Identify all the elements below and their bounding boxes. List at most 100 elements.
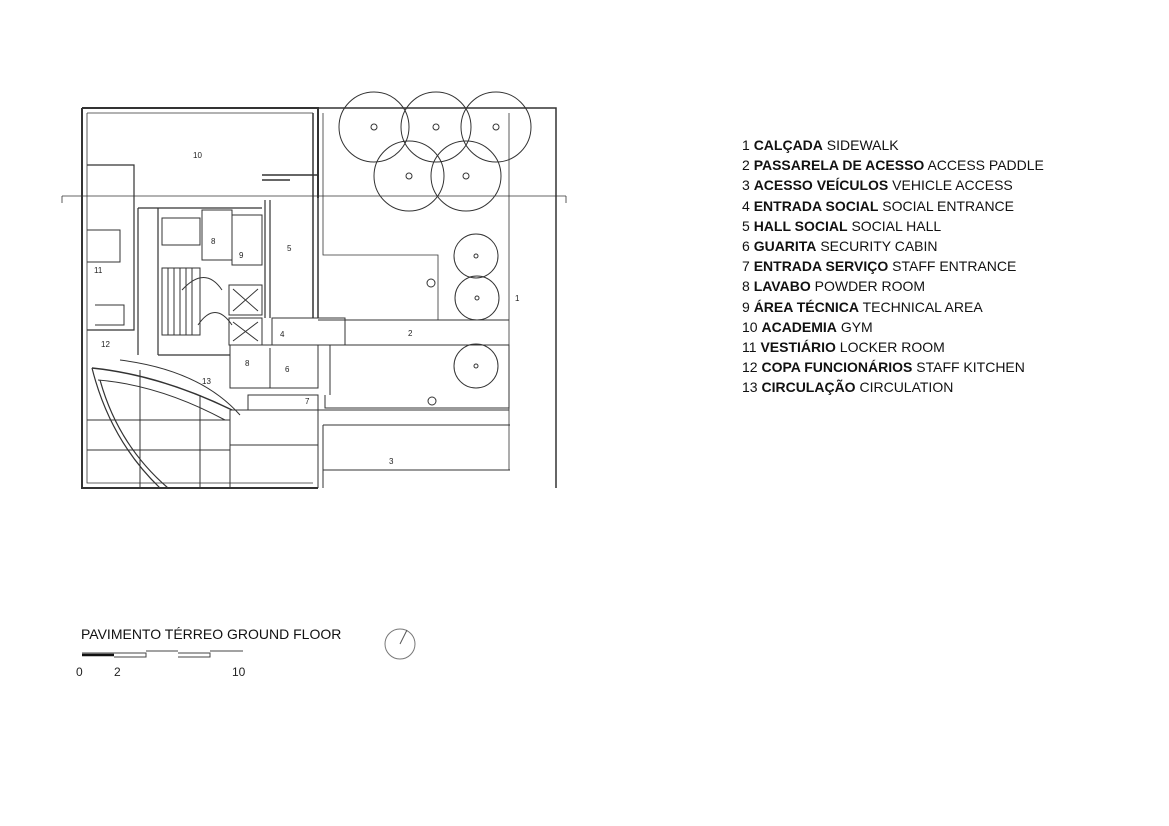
circulation-curve xyxy=(119,359,241,416)
gym-counter xyxy=(262,174,318,181)
legend-num: 10 xyxy=(742,318,758,335)
circulation-grid xyxy=(87,370,230,488)
legend-en: SOCIAL HALL xyxy=(851,217,942,234)
plan-title-pt: PAVIMENTO TÉRREO xyxy=(81,626,224,642)
legend-en: GYM xyxy=(840,318,873,335)
legend-num: 2 xyxy=(742,157,750,174)
legend-en: SECURITY CABIN xyxy=(820,238,938,255)
exterior-wall-inner xyxy=(86,112,313,484)
legend-item: 11 VESTIÁRIO LOCKER ROOM xyxy=(742,337,1044,357)
legend-en: SOCIAL ENTRANCE xyxy=(882,197,1015,214)
room-label-3: 3 xyxy=(389,457,394,466)
plan-title-en: GROUND FLOOR xyxy=(227,626,342,642)
legend-item: 8 LAVABO POWDER ROOM xyxy=(742,276,1044,296)
sidewalk-boundary xyxy=(318,107,557,488)
curved-wall-outer xyxy=(91,367,233,411)
legend-num: 11 xyxy=(742,339,757,356)
legend-item: 4 ENTRADA SOCIAL SOCIAL ENTRANCE xyxy=(742,196,1044,216)
room-label-13: 13 xyxy=(202,377,211,386)
elevator-1 xyxy=(228,284,263,316)
legend-pt: CIRCULAÇÃO xyxy=(761,379,856,396)
wall-segment xyxy=(312,113,319,318)
north-arrow-needle xyxy=(399,629,408,645)
section-line xyxy=(61,195,567,203)
legend-pt: GUARITA xyxy=(753,238,817,255)
room-label-4: 4 xyxy=(280,330,285,339)
legend-num: 6 xyxy=(742,238,750,255)
legend-pt: ENTRADA SERVIÇO xyxy=(753,258,889,275)
room-label-8b: 8 xyxy=(245,359,250,368)
legend-en: STAFF KITCHEN xyxy=(916,359,1025,376)
plan-title: PAVIMENTO TÉRREO GROUND FLOOR xyxy=(81,626,341,642)
legend-num: 13 xyxy=(742,379,758,396)
room-label-8: 8 xyxy=(211,237,216,246)
legend-en: TECHNICAL AREA xyxy=(862,298,983,315)
legend-item: 1 CALÇADA SIDEWALK xyxy=(742,135,1044,155)
legend-num: 12 xyxy=(742,359,758,376)
legend-item: 12 COPA FUNCIONÁRIOS STAFF KITCHEN xyxy=(742,357,1044,377)
legend-num: 8 xyxy=(742,278,750,295)
powder-room xyxy=(201,209,263,266)
curved-glazing xyxy=(91,367,169,489)
legend-num: 3 xyxy=(742,177,750,194)
legend-en: VEHICLE ACCESS xyxy=(892,177,1013,194)
legend-pt: VESTIÁRIO xyxy=(760,339,836,356)
legend-pt: ÁREA TÉCNICA xyxy=(753,298,859,315)
legend-en: CIRCULATION xyxy=(859,379,954,396)
room-legend: 1 CALÇADA SIDEWALK 2 PASSARELA DE ACESSO… xyxy=(742,135,1044,398)
legend-num: 5 xyxy=(742,217,750,234)
scale-label-2: 2 xyxy=(114,665,121,679)
sidewalk-inner xyxy=(322,113,510,470)
tree-trunk xyxy=(370,123,500,369)
core-arc xyxy=(181,277,233,326)
core-wall xyxy=(137,207,262,356)
vehicle-ramp xyxy=(229,409,510,488)
legend-pt: PASSARELA DE ACESSO xyxy=(753,157,925,174)
room-label-6: 6 xyxy=(285,365,290,374)
scale-label-0: 0 xyxy=(76,665,83,679)
scale-label-10: 10 xyxy=(232,665,246,679)
legend-item: 9 ÁREA TÉCNICA TECHNICAL AREA xyxy=(742,297,1044,317)
legend-item: 10 ACADEMIA GYM xyxy=(742,317,1044,337)
north-arrow-icon xyxy=(384,628,416,660)
legend-item: 2 PASSARELA DE ACESSO ACCESS PADDLE xyxy=(742,155,1044,175)
legend-item: 5 HALL SOCIAL SOCIAL HALL xyxy=(742,216,1044,236)
legend-item: 13 CIRCULAÇÃO CIRCULATION xyxy=(742,377,1044,397)
legend-num: 4 xyxy=(742,197,750,214)
legend-en: SIDEWALK xyxy=(826,137,899,153)
legend-en: LOCKER ROOM xyxy=(839,339,945,356)
legend-item: 7 ENTRADA SERVIÇO STAFF ENTRANCE xyxy=(742,256,1044,276)
curved-wall-inner xyxy=(97,379,226,421)
room-label-9: 9 xyxy=(239,251,244,260)
locker-partition xyxy=(87,229,125,326)
elevator-2 xyxy=(228,317,263,346)
legend-num: 7 xyxy=(742,258,750,275)
legend-item: 6 GUARITA SECURITY CABIN xyxy=(742,236,1044,256)
access-paddle xyxy=(318,319,510,409)
legend-pt: LAVABO xyxy=(753,278,811,295)
room-label-5: 5 xyxy=(287,244,292,253)
hall-wall xyxy=(264,200,271,318)
legend-en: STAFF ENTRANCE xyxy=(892,258,1017,275)
legend-pt: ACADEMIA xyxy=(761,318,837,335)
room-label-10: 10 xyxy=(193,151,202,160)
stair-treads xyxy=(167,268,193,335)
legend-en: POWDER ROOM xyxy=(814,278,926,295)
legend-pt: HALL SOCIAL xyxy=(753,217,848,234)
legend-num: 1 xyxy=(742,137,750,153)
legend-pt: COPA FUNCIONÁRIOS xyxy=(761,359,913,376)
room-label-12: 12 xyxy=(101,340,110,349)
legend-pt: CALÇADA xyxy=(753,137,823,153)
legend-num: 9 xyxy=(742,298,750,315)
tree-canopy xyxy=(338,91,532,406)
legend-pt: ACESSO VEÍCULOS xyxy=(753,177,889,194)
locker-wall xyxy=(87,164,135,331)
legend-pt: ENTRADA SOCIAL xyxy=(753,197,879,214)
scale-bar xyxy=(82,650,243,658)
room-label-1: 1 xyxy=(515,294,520,303)
room-label-11: 11 xyxy=(94,266,103,275)
legend-en: ACCESS PADDLE xyxy=(927,157,1044,174)
legend-item: 3 ACESSO VEÍCULOS VEHICLE ACCESS xyxy=(742,175,1044,195)
room-label-2: 2 xyxy=(408,329,413,338)
